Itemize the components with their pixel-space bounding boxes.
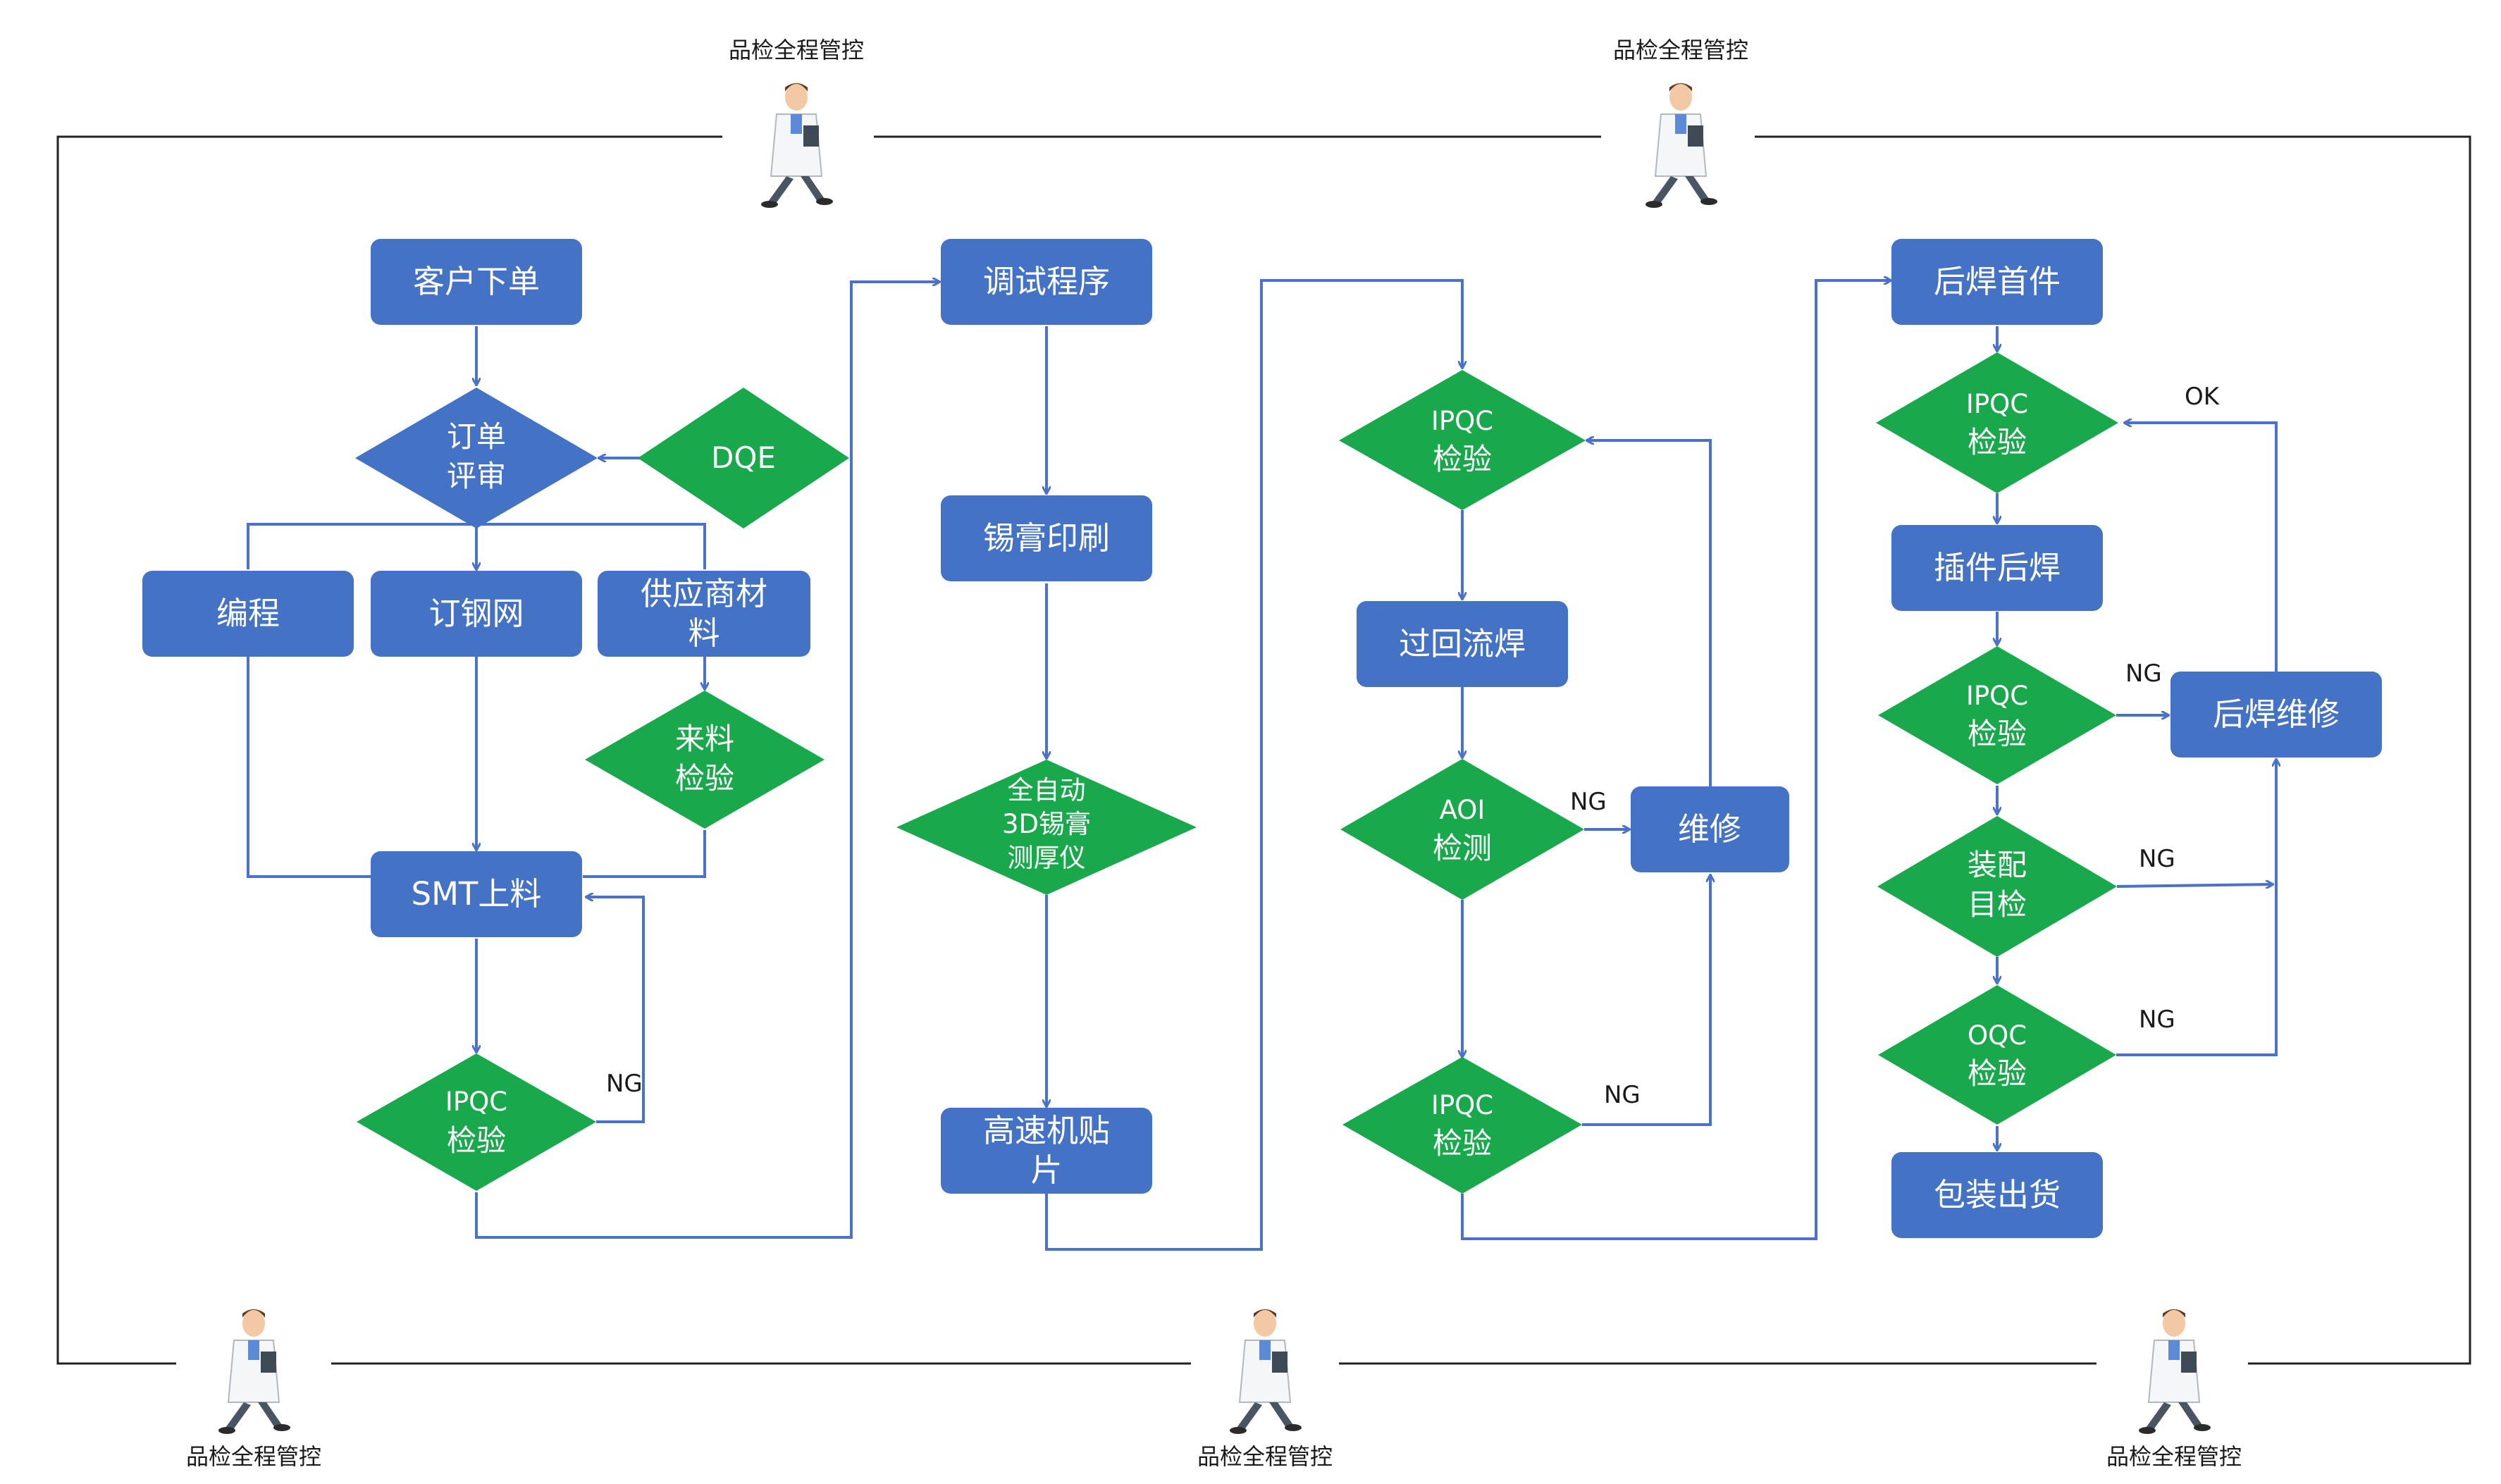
smt-loading-box[interactable]: SMT上料 xyxy=(371,851,582,937)
inspector-caption: 品检全程管控 xyxy=(186,1443,321,1470)
inspector-bottom-center: 品检全程管控 xyxy=(1197,1309,1333,1470)
ng-label: NG xyxy=(2125,660,2162,688)
inspector-top-right: 品检全程管控 xyxy=(1613,37,1748,209)
solder-paste-print-label: 锡膏印刷 xyxy=(983,519,1110,557)
stencil-box[interactable]: 订钢网 xyxy=(371,571,582,657)
incoming-inspection-label: 检验 xyxy=(675,761,734,796)
doctor-with-clipboard-icon xyxy=(1229,1309,1302,1435)
quality-control-frame xyxy=(56,135,2471,1365)
assembly-visual-label: 目检 xyxy=(1968,887,2027,922)
repair-label: 维修 xyxy=(1678,810,1741,848)
connectors xyxy=(247,280,2276,1251)
ok-label: OK xyxy=(2185,383,2221,411)
ipqc-label: IPQC xyxy=(1431,406,1493,436)
supplier-material-box[interactable]: 供应商材 料 xyxy=(598,571,810,657)
ipqc-label: 检验 xyxy=(1968,425,2027,459)
ipqc-decision-col1[interactable]: IPQC 检验 xyxy=(357,1053,596,1191)
ipqc-label: IPQC xyxy=(1966,389,2028,419)
ng-label: NG xyxy=(1570,788,1607,816)
doctor-with-clipboard-icon xyxy=(1645,82,1718,209)
programming-label: 编程 xyxy=(216,595,280,632)
supplier-material-label: 料 xyxy=(688,614,720,652)
inspector-caption: 品检全程管控 xyxy=(2106,1443,2242,1470)
plugin-solder-label: 插件后焊 xyxy=(1934,549,2061,586)
order-review-decision[interactable]: 订单 评审 xyxy=(355,388,598,528)
ipqc-decision-col4-mid[interactable]: IPQC 检验 xyxy=(1878,646,2116,784)
packing-shipping-box[interactable]: 包装出货 xyxy=(1891,1152,2103,1238)
ipqc-label: 检验 xyxy=(1968,717,2027,751)
ipqc-decision-col4-top[interactable]: IPQC 检验 xyxy=(1876,352,2118,493)
doctor-with-clipboard-icon xyxy=(760,82,834,209)
post-solder-repair-label: 后焊维修 xyxy=(2213,695,2340,733)
repair-box[interactable]: 维修 xyxy=(1631,786,1789,872)
oqc-decision[interactable]: OQC 检验 xyxy=(1878,985,2116,1125)
inspector-caption: 品检全程管控 xyxy=(1613,37,1748,63)
doctor-with-clipboard-icon xyxy=(2138,1309,2211,1435)
pick-place-box[interactable]: 高速机贴 片 xyxy=(941,1108,1152,1194)
ipqc-label: IPQC xyxy=(445,1087,507,1117)
order-review-label: 评审 xyxy=(447,459,506,493)
spi-label: 3D锡膏 xyxy=(1002,809,1091,839)
programming-box[interactable]: 编程 xyxy=(142,571,354,657)
dqe-label: DQE xyxy=(711,440,776,475)
inspector-bottom-right: 品检全程管控 xyxy=(2106,1309,2242,1470)
spi-decision[interactable]: 全自动 3D锡膏 测厚仪 xyxy=(896,760,1197,895)
doctor-with-clipboard-icon xyxy=(218,1309,291,1435)
solder-paste-print-box[interactable]: 锡膏印刷 xyxy=(941,495,1152,581)
inspector-caption: 品检全程管控 xyxy=(1197,1443,1333,1470)
assembly-visual-label: 装配 xyxy=(1968,848,2027,882)
ipqc-label: 检验 xyxy=(447,1123,506,1158)
reflow-label: 过回流焊 xyxy=(1399,625,1526,662)
ng-label: NG xyxy=(1604,1081,1641,1109)
ipqc-decision-col3-top[interactable]: IPQC 检验 xyxy=(1339,370,1586,510)
ipqc-decision-col3-bottom[interactable]: IPQC 检验 xyxy=(1342,1057,1582,1194)
debug-program-label: 调试程序 xyxy=(983,263,1110,300)
smt-loading-label: SMT上料 xyxy=(412,875,542,913)
pick-place-label: 片 xyxy=(1030,1151,1062,1189)
aoi-label: 检测 xyxy=(1433,831,1492,865)
customer-order-box[interactable]: 客户下单 xyxy=(371,239,582,325)
aoi-label: AOI xyxy=(1440,795,1486,825)
ipqc-label: 检验 xyxy=(1433,442,1492,476)
order-review-label: 订单 xyxy=(447,419,506,454)
spi-label: 测厚仪 xyxy=(1008,843,1086,873)
spi-label: 全自动 xyxy=(1008,775,1086,805)
ng-label: NG xyxy=(2139,1006,2175,1034)
debug-program-box[interactable]: 调试程序 xyxy=(941,239,1152,325)
inspector-bottom-left: 品检全程管控 xyxy=(186,1309,321,1470)
oqc-label: OQC xyxy=(1968,1020,2027,1051)
packing-shipping-label: 包装出货 xyxy=(1934,1176,2061,1213)
plugin-solder-box[interactable]: 插件后焊 xyxy=(1891,525,2103,611)
ipqc-label: IPQC xyxy=(1431,1090,1493,1120)
ipqc-label: IPQC xyxy=(1966,681,2028,711)
incoming-inspection-label: 来料 xyxy=(675,722,734,756)
pick-place-label: 高速机贴 xyxy=(983,1112,1110,1149)
inspector-top-left: 品检全程管控 xyxy=(729,37,864,209)
oqc-label: 检验 xyxy=(1968,1056,2027,1091)
reflow-box[interactable]: 过回流焊 xyxy=(1357,601,1568,687)
ng-label: NG xyxy=(2139,845,2175,873)
inspector-caption: 品检全程管控 xyxy=(729,37,864,63)
customer-order-label: 客户下单 xyxy=(413,263,540,300)
incoming-inspection-decision[interactable]: 来料 检验 xyxy=(585,691,825,829)
supplier-material-label: 供应商材 xyxy=(641,575,767,612)
dqe-decision[interactable]: DQE xyxy=(638,388,849,528)
post-solder-first-box[interactable]: 后焊首件 xyxy=(1891,239,2103,325)
ipqc-label: 检验 xyxy=(1433,1126,1492,1161)
stencil-label: 订钢网 xyxy=(428,595,524,632)
aoi-decision[interactable]: AOI 检测 xyxy=(1340,759,1584,900)
ng-label: NG xyxy=(606,1070,643,1098)
post-solder-repair-box[interactable]: 后焊维修 xyxy=(2170,672,2382,758)
post-solder-first-label: 后焊首件 xyxy=(1934,263,2061,300)
assembly-visual-decision[interactable]: 装配 目检 xyxy=(1877,816,2117,957)
